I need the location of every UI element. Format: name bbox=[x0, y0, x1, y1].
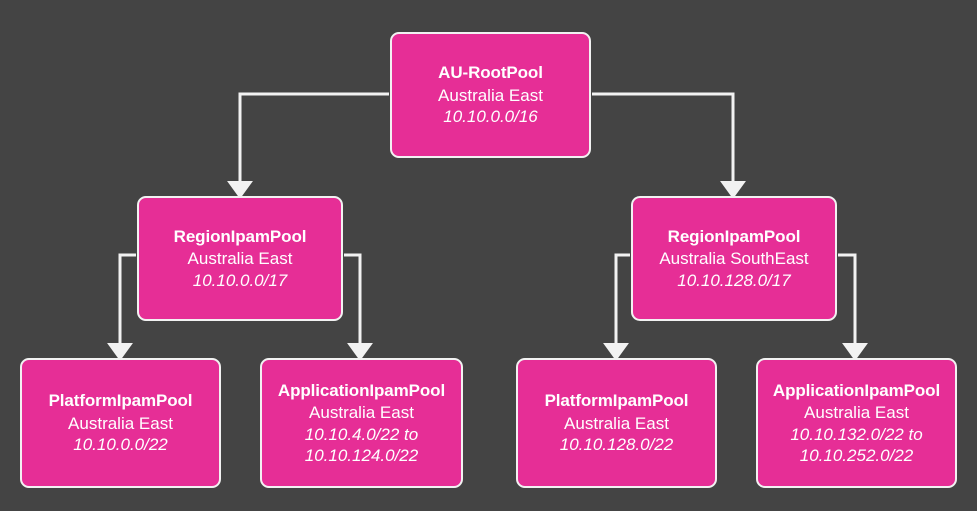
node-region-ipam-pool-east[interactable]: RegionIpamPool Australia East 10.10.0.0/… bbox=[137, 196, 343, 321]
node-cidr-line2: 10.10.252.0/22 bbox=[799, 445, 914, 465]
node-platform-ipam-pool-southeast[interactable]: PlatformIpamPool Australia East 10.10.12… bbox=[516, 358, 717, 488]
node-region: Australia East bbox=[564, 413, 669, 433]
node-region: Australia SouthEast bbox=[659, 249, 809, 269]
edge-region-east-to-platform-east bbox=[120, 253, 136, 351]
node-cidr: 10.10.128.0/17 bbox=[677, 270, 791, 290]
edge-region-southeast-to-application-southeast bbox=[838, 253, 855, 351]
node-title: PlatformIpamPool bbox=[544, 391, 689, 411]
node-cidr-line2: 10.10.124.0/22 bbox=[304, 445, 419, 465]
node-region-ipam-pool-southeast[interactable]: RegionIpamPool Australia SouthEast 10.10… bbox=[631, 196, 837, 321]
node-platform-ipam-pool-east[interactable]: PlatformIpamPool Australia East 10.10.0.… bbox=[20, 358, 221, 488]
node-cidr: 10.10.0.0/17 bbox=[192, 270, 288, 290]
edge-root-to-region-east bbox=[240, 92, 389, 189]
edge-region-southeast-to-platform-southeast bbox=[616, 253, 630, 351]
edge-root-to-region-southeast bbox=[592, 92, 733, 189]
node-au-rootpool[interactable]: AU-RootPool Australia East 10.10.0.0/16 bbox=[390, 32, 591, 158]
node-cidr-line1: 10.10.4.0/22 to bbox=[304, 424, 419, 444]
node-region: Australia East bbox=[804, 403, 909, 423]
node-region: Australia East bbox=[187, 249, 293, 269]
node-region: Australia East bbox=[309, 403, 414, 423]
node-title: ApplicationIpamPool bbox=[277, 380, 446, 400]
node-title: AU-RootPool bbox=[438, 63, 543, 83]
node-title: RegionIpamPool bbox=[173, 226, 307, 246]
node-application-ipam-pool-east[interactable]: ApplicationIpamPool Australia East 10.10… bbox=[260, 358, 463, 488]
node-region: Australia East bbox=[438, 85, 543, 105]
node-title: RegionIpamPool bbox=[667, 226, 801, 246]
node-region: Australia East bbox=[68, 413, 173, 433]
node-application-ipam-pool-southeast[interactable]: ApplicationIpamPool Australia East 10.10… bbox=[756, 358, 957, 488]
node-cidr: 10.10.0.0/22 bbox=[73, 435, 168, 455]
node-cidr: 10.10.0.0/16 bbox=[443, 107, 538, 127]
node-cidr-line1: 10.10.132.0/22 to bbox=[790, 424, 923, 444]
node-cidr: 10.10.128.0/22 bbox=[559, 435, 674, 455]
node-title: ApplicationIpamPool bbox=[772, 380, 941, 400]
edge-region-east-to-application-east bbox=[344, 253, 360, 351]
node-title: PlatformIpamPool bbox=[48, 391, 193, 411]
